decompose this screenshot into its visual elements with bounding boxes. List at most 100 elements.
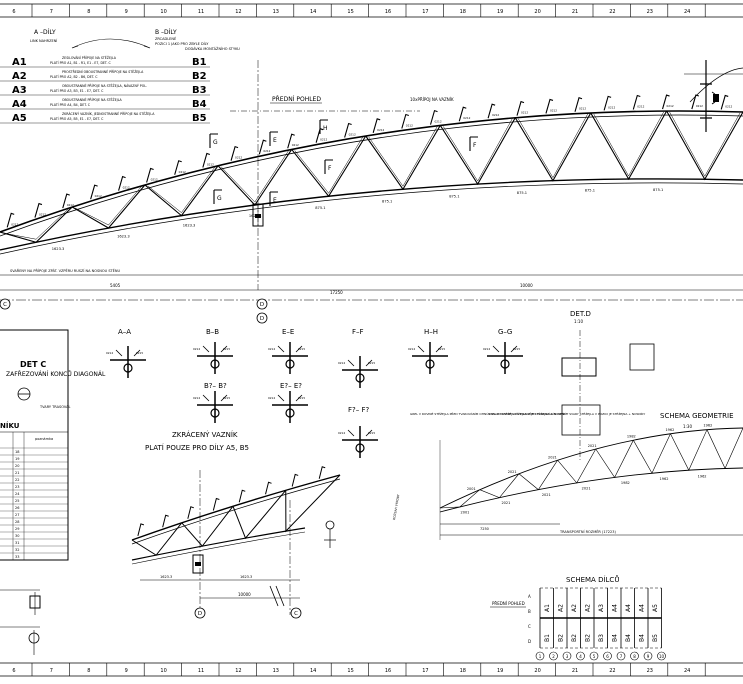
connection-note: 10xPŘÍPOJ NA VAZNÍK (410, 97, 454, 102)
svg-text:D: D (528, 639, 531, 644)
section-a-a-title: A–A (118, 328, 131, 336)
legend-desc: OBOUSTRANNÉ PŘÍPOJE NA STĚŽEJLA (62, 97, 123, 102)
svg-text:0215: 0215 (438, 347, 445, 351)
purlin-cleat (603, 95, 612, 111)
truss-diagonals (0, 110, 743, 243)
svg-text:A: A (528, 594, 531, 599)
part-cell-top: A5 (652, 604, 659, 612)
svg-text:0214: 0214 (338, 361, 345, 365)
purlin-cleat (202, 152, 211, 168)
axis-label: 3 (566, 654, 569, 659)
legend-desc: PROSTŘEDNÍ OBOUSTRANNÉ PŘÍPOJE NA STĚŽEJ… (62, 69, 144, 74)
ruler-label: 13 (273, 668, 279, 674)
geometry-dim: 2021 (501, 501, 510, 505)
section-mark: F (328, 165, 332, 172)
axis-label: 5 (593, 654, 596, 659)
legend-part-a: A2 (12, 71, 27, 82)
purlin-cleat (90, 184, 98, 200)
axis-label: 2 (552, 654, 555, 659)
ruler-label: 15 (347, 668, 353, 674)
part-cell-top: A2 (557, 604, 564, 612)
section-g-g-note: GREL V ROVINĚ STĚŽEJLA PŘED TVAROVÁNÍM O… (488, 411, 645, 416)
purlin-label: 0212 (492, 113, 499, 117)
section-g-g-title: G–G (498, 328, 512, 336)
purlin-cleat (372, 118, 381, 133)
truss-diagonal (71, 184, 146, 229)
ruler-label: 14 (310, 668, 316, 674)
ruler-label: 7 (50, 9, 53, 15)
purlin-label: 0212 (179, 170, 186, 174)
purlin-cleat (6, 212, 15, 228)
main-dim: 875.1 (382, 199, 392, 203)
ruler-label: 9 (125, 9, 128, 15)
section-mark: G (217, 195, 222, 202)
table-row: 18 (15, 450, 19, 454)
main-dim: 1623.3 (117, 234, 130, 238)
ruler-label: 17 (422, 668, 428, 674)
main-dim: 875.1 (585, 189, 595, 193)
axis-label: 1 (539, 654, 542, 659)
table-row: 20 (15, 464, 19, 468)
table-row: 32 (15, 548, 19, 552)
ruler-label: 20 (534, 9, 540, 15)
part-cell-bottom: B4 (625, 634, 632, 642)
legend-part-b: B3 (192, 85, 207, 96)
part-cell-top: A2 (571, 604, 578, 612)
schema-geometry-transport: TRANSPORTNÍ ROZMĚR (17223) (559, 529, 616, 534)
b-parts-subtitle: ZRCADLENÉ (155, 36, 176, 41)
truss-diagonal (144, 165, 219, 217)
section-e2-title: E?– E? (280, 382, 302, 390)
ruler-label: 8 (87, 668, 90, 674)
purlin-cleat (401, 113, 409, 129)
short-truss-dim-2: 1623.3 (240, 575, 252, 579)
schema-parts-title: SCHEMA DÍLCŮ (566, 575, 619, 584)
svg-text:1962: 1962 (665, 428, 674, 432)
axis-mark: C (294, 611, 298, 617)
short-truss-subtitle: PLATÍ POUZE PRO DÍLY A5, B5 (145, 443, 249, 452)
purlin-label: 0212 (521, 111, 528, 115)
ruler-label: 22 (609, 9, 615, 15)
section-mark: G (213, 139, 218, 146)
section-mark: F (473, 142, 477, 149)
ruler-label: 14 (310, 9, 316, 15)
legend-desc2: PLATÍ PRO A1, B1 - R1, E1 - E7, DET. C (50, 60, 112, 65)
schema-parts-front-view: PŘEDNÍ POHLED (492, 601, 525, 606)
purlin-label: 0212 (235, 156, 242, 160)
front-view-label: PŘEDNÍ POHLED (272, 95, 321, 103)
purlin-cleat (34, 202, 43, 218)
purlin-label: 0212 (349, 133, 356, 137)
ruler-label: 21 (572, 9, 578, 15)
ruler-label: 11 (198, 9, 204, 15)
ruler-label: 12 (235, 9, 241, 15)
part-cell-bottom: B4 (611, 634, 618, 642)
purlin-label: 0212 (39, 213, 46, 217)
part-cell-top: A1 (544, 604, 551, 612)
table-row: 23 (15, 485, 19, 489)
section-h-h-note: GREL V ROVINĚ STĚŽEJLA PŘED TVAROVÁNÍM O… (410, 411, 567, 416)
purlin-label: 0212 (263, 149, 270, 153)
purlin-cleat (632, 94, 641, 110)
purlin-connectors: 0212021202120212021202120212021202120212… (6, 94, 733, 228)
purlin-cleat (574, 97, 583, 112)
legend-desc: ZESILOVÁNÍ PŘÍPOJE NA STĚŽEJLA (62, 55, 117, 60)
legend-part-b: B4 (192, 99, 207, 110)
svg-text:ROZSAH VÝROBY: ROZSAH VÝROBY (391, 494, 400, 520)
purlin-label: 0212 (377, 128, 384, 132)
part-cell-bottom: B5 (652, 634, 659, 642)
legend-part-b: B5 (192, 113, 207, 124)
dim-left: 5405 (110, 283, 121, 288)
svg-text:0215: 0215 (368, 361, 375, 365)
section-b-b-title: B–B (206, 328, 219, 336)
purlin-label: 0212 (637, 105, 644, 109)
svg-text:0215: 0215 (368, 431, 375, 435)
axis-mark: D (260, 302, 264, 308)
table-row: 31 (15, 541, 19, 545)
legend-part-a: A5 (12, 113, 27, 124)
truss-diagonal (217, 149, 293, 206)
truss-diagonal (514, 112, 592, 182)
det-c-title: DET C (20, 360, 46, 369)
